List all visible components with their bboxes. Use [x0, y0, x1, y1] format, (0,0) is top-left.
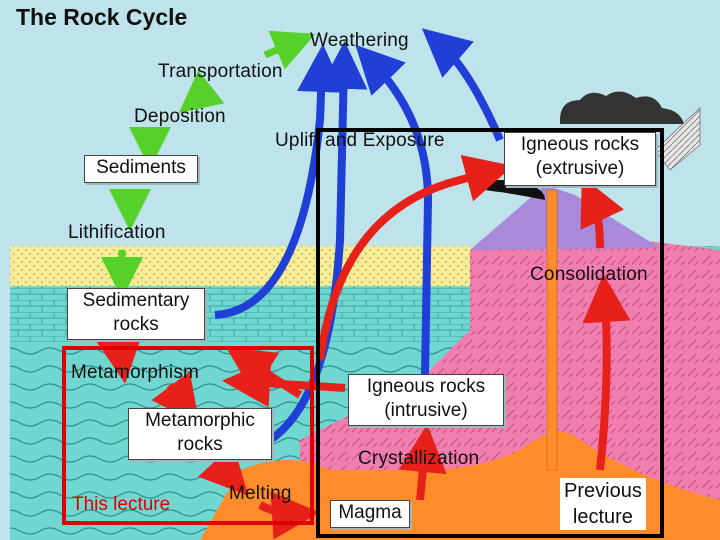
arrow-weathering-transport [263, 30, 316, 70]
crystallization-label: Crystallization [358, 448, 480, 469]
arrow-red-metamorphic-melting [198, 444, 249, 496]
metamorphic-rocks-line1: Metamorphic [145, 410, 255, 431]
arrow-red-consolidation-extrusive [580, 176, 624, 249]
magma-label: Magma [338, 502, 402, 523]
sediments-box: Sediments [84, 155, 198, 183]
metamorphic-rocks-line2: rocks [177, 434, 223, 455]
arrow-red-metamorphism-metamorphic [151, 371, 200, 425]
previous-lecture-label: Previous lecture [560, 478, 646, 530]
arrow-red-melting-magma [258, 491, 320, 540]
this-lecture-label: This lecture [72, 494, 171, 515]
sedimentary-rocks-line1: Sedimentary [82, 290, 190, 311]
previous-lecture-line2: lecture [572, 506, 633, 528]
melting-label: Melting [229, 483, 292, 504]
igneous-intrusive-box: Igneous rocks (intrusive) [348, 374, 504, 426]
arrow-blue-extrusive-weathering [421, 28, 504, 142]
igneous-intrusive-line1: Igneous rocks [366, 376, 486, 397]
consolidation-label: Consolidation [530, 264, 648, 285]
volcanic-conduit [546, 189, 558, 471]
arrow-red-to-extrusive [316, 154, 514, 361]
igneous-extrusive-line2: (extrusive) [535, 158, 625, 179]
smoke-cloud [560, 91, 684, 124]
transportation-label: Transportation [158, 61, 283, 82]
sedimentary-rocks-box: Sedimentary rocks [67, 288, 205, 340]
diagram-title: The Rock Cycle [16, 4, 188, 30]
deposition-label: Deposition [134, 106, 226, 127]
igneous-intrusive-line2: (intrusive) [384, 400, 468, 421]
weathering-label: Weathering [310, 30, 409, 51]
igneous-extrusive-box: Igneous rocks (extrusive) [504, 132, 656, 186]
arrow-red-magma-crystallization [398, 424, 447, 501]
metamorphic-rocks-box: Metamorphic rocks [128, 408, 272, 460]
sediments-label: Sediments [96, 157, 186, 178]
uplift-label: Uplift and Exposure [275, 130, 445, 151]
metamorphism-label: Metamorphism [71, 362, 200, 383]
arrow-red-magma-consolidation [582, 274, 631, 471]
sedimentary-rocks-line2: rocks [113, 314, 159, 335]
arrow-red-crust-metamorphism [225, 346, 303, 399]
previous-lecture-outline [316, 128, 664, 538]
igneous-extrusive-line1: Igneous rocks [520, 134, 640, 155]
arrow-transport-deposition [178, 70, 225, 114]
magma-box: Magma [330, 500, 410, 528]
rain-hatch [654, 107, 701, 171]
volcano [470, 185, 660, 250]
this-lecture-outline [62, 346, 314, 525]
lithification-label: Lithification [68, 222, 166, 243]
previous-lecture-line1: Previous [564, 480, 642, 502]
